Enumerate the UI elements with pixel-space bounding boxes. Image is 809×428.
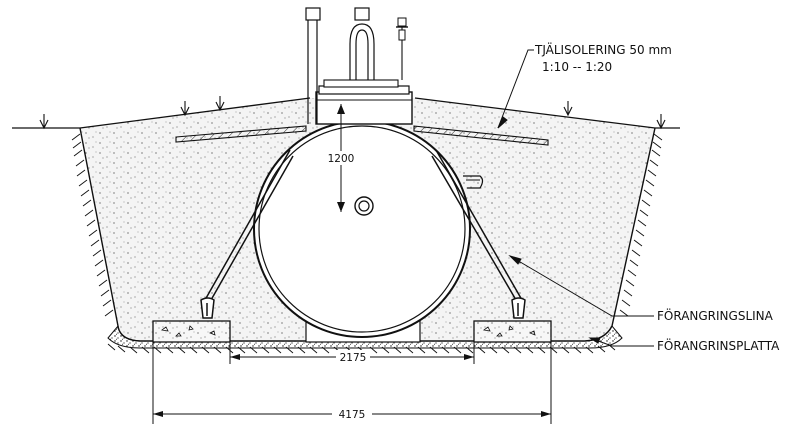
cover-depth-label: 1200 <box>328 153 355 165</box>
outer-span-dimension: 4175 <box>152 342 552 424</box>
leader-lines <box>497 49 654 347</box>
anchor-slab-label: FÖRANGRINSPLATTA <box>657 337 780 353</box>
manhole-riser <box>315 79 413 125</box>
inner-span-label: 2175 <box>340 352 367 364</box>
insulation-title-label: TJÄLISOLERING 50 mm <box>534 42 672 57</box>
soil-hatching <box>71 133 663 354</box>
anchor-slab-left <box>152 320 231 343</box>
outer-span-label: 4175 <box>339 409 366 421</box>
inner-span-dimension: 2175 <box>229 342 475 364</box>
ground-level-icon <box>39 96 666 130</box>
frost-insulation <box>175 125 549 146</box>
ground-line <box>12 97 680 129</box>
cover-depth-dimension: 1200 <box>326 104 356 212</box>
anchor-cables <box>200 149 526 319</box>
vent-pipes <box>305 7 408 124</box>
anchor-cable-label: FÖRANGRINGSLINA <box>657 307 774 323</box>
anchor-slab-right <box>473 320 552 343</box>
tank <box>253 120 484 338</box>
insulation-slope-label: 1:10 -- 1:20 <box>542 60 612 74</box>
